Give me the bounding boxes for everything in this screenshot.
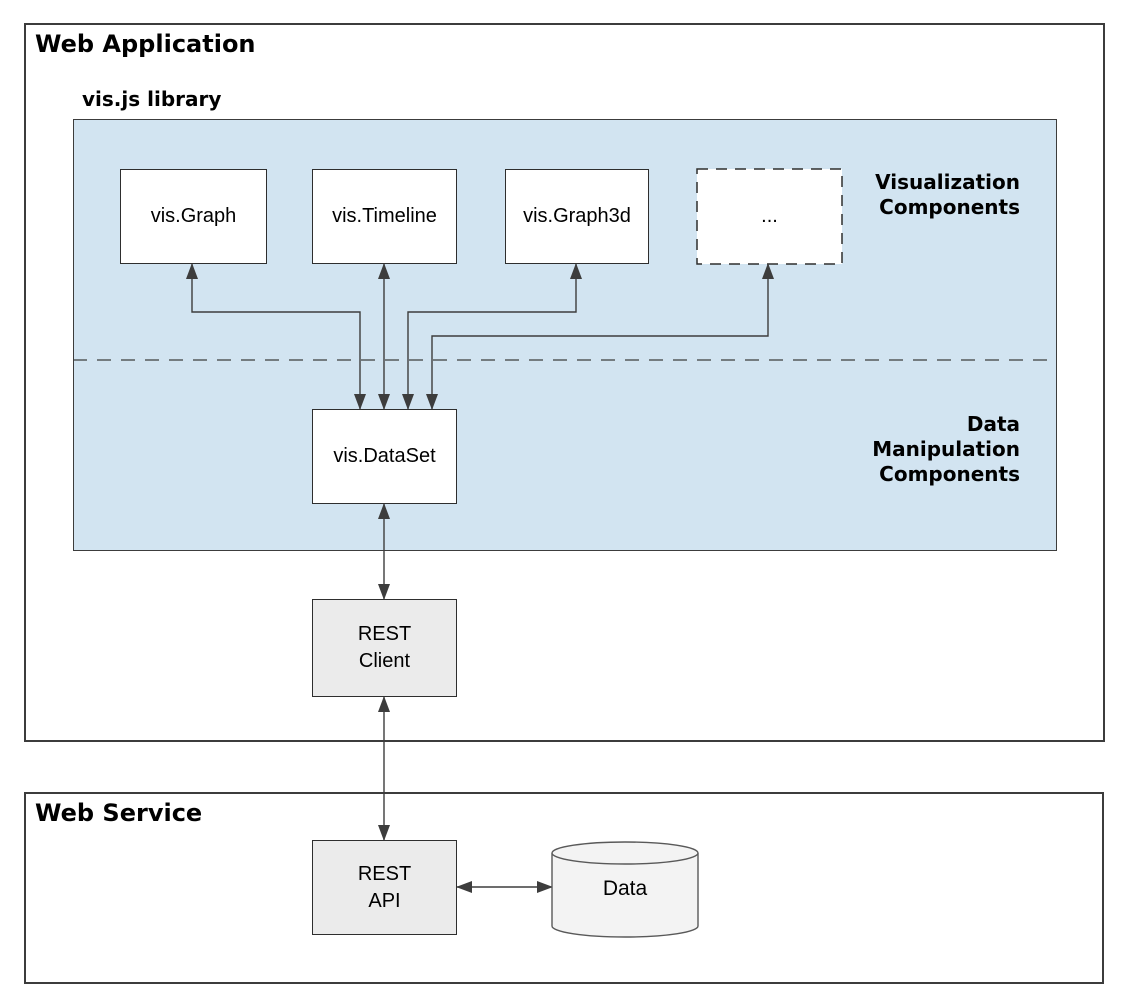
component-box-vis-graph: vis.Graph (120, 169, 267, 264)
web-service-title: Web Service (35, 799, 203, 827)
rest-client-label: REST Client (357, 623, 412, 672)
component-label: vis.Graph3d (523, 205, 631, 227)
rest-api-label: REST API (357, 862, 412, 912)
data-manipulation-components-label: Data Manipulation Components (872, 412, 1020, 486)
component-box-vis-graph3d: vis.Graph3d (505, 169, 649, 264)
dataset-label: vis.DataSet (333, 445, 436, 467)
rest-api-box: REST API (312, 840, 457, 935)
component-label: vis.Timeline (332, 205, 437, 227)
visualization-components-label: Visualization Components (875, 170, 1020, 219)
component-label: ... (761, 205, 778, 227)
web-application-title: Web Application (35, 30, 256, 58)
web-application-box (24, 23, 1105, 742)
component-box-vis-timeline: vis.Timeline (312, 169, 457, 264)
web-service-box (24, 792, 1104, 984)
library-label: vis.js library (82, 87, 222, 111)
dataset-box: vis.DataSet (312, 409, 457, 504)
rest-client-box: REST Client (312, 599, 457, 697)
component-box-more-placeholder: ... (697, 169, 842, 264)
component-label: vis.Graph (150, 205, 237, 227)
